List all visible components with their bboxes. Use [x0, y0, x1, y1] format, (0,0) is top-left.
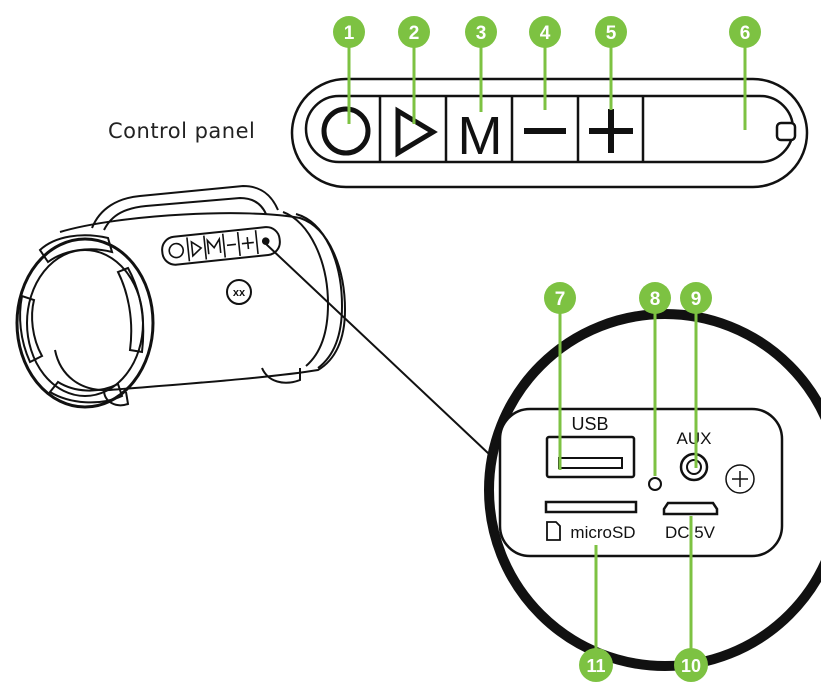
side-panel-leaders	[558, 312, 698, 650]
svg-text:4: 4	[540, 23, 551, 44]
marker-4: 4	[529, 16, 561, 48]
mode-button[interactable]: M	[458, 106, 503, 166]
usb-label: USB	[571, 414, 608, 434]
microsd-slot: microSD	[544, 500, 638, 542]
reset-hole-icon	[648, 477, 662, 491]
aux-port: AUX	[677, 429, 712, 482]
screw-icon	[725, 464, 755, 494]
microsd-label: microSD	[570, 523, 635, 542]
marker-8: 8	[639, 282, 671, 314]
svg-text:8: 8	[650, 289, 661, 310]
control-panel-leaders	[347, 44, 747, 130]
side-panel-zoom: USB AUX microSD DC 5V	[484, 309, 821, 671]
svg-text:10: 10	[681, 656, 701, 676]
marker-10: 10	[674, 648, 708, 682]
minus-icon	[524, 128, 566, 134]
marker-9: 9	[680, 282, 712, 314]
marker-2: 2	[398, 16, 430, 48]
mode-icon: M	[458, 106, 503, 166]
led-indicator	[775, 121, 797, 142]
svg-text:5: 5	[606, 23, 617, 44]
power-button[interactable]	[321, 106, 371, 156]
speaker-logo: xx	[226, 279, 252, 305]
control-panel-title: Control panel	[108, 119, 255, 143]
marker-3: 3	[465, 16, 497, 48]
svg-text:xx: xx	[233, 287, 246, 299]
power-icon	[321, 106, 371, 156]
svg-text:1: 1	[344, 23, 355, 44]
indicator-light-icon	[775, 121, 797, 142]
marker-1: 1	[333, 16, 365, 48]
marker-6: 6	[729, 16, 761, 48]
svg-text:7: 7	[555, 289, 566, 310]
marker-7: 7	[544, 282, 576, 314]
volume-up-button[interactable]	[589, 109, 633, 153]
aux-label: AUX	[677, 429, 712, 448]
svg-text:6: 6	[740, 23, 751, 44]
svg-text:3: 3	[476, 23, 487, 44]
svg-text:2: 2	[409, 23, 420, 44]
svg-text:11: 11	[586, 656, 605, 676]
speaker-illustration	[15, 184, 347, 409]
control-panel: M	[290, 77, 809, 189]
volume-down-button[interactable]	[524, 128, 566, 134]
marker-11: 11	[579, 648, 613, 682]
usb-port: USB	[545, 414, 636, 479]
marker-5: 5	[595, 16, 627, 48]
zoom-connector-line	[265, 243, 507, 471]
svg-text:9: 9	[691, 289, 702, 310]
plus-icon	[589, 109, 633, 153]
sd-card-icon	[546, 521, 561, 541]
